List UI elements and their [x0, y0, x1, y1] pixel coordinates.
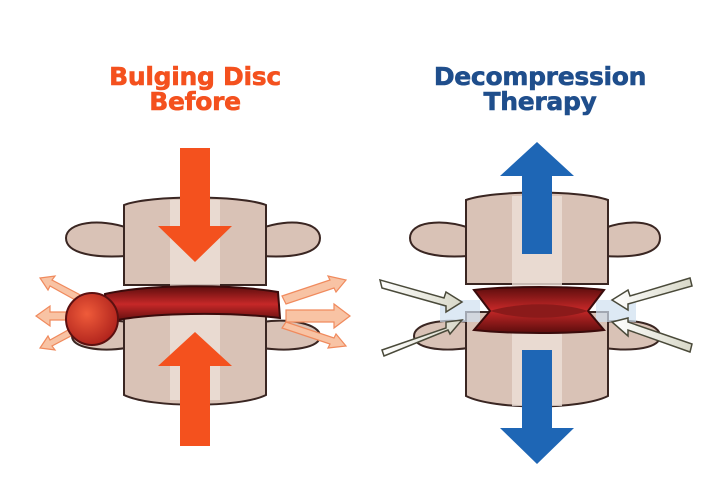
- left-spine-segment: [34, 148, 351, 446]
- compress-arrow-top: [158, 148, 232, 262]
- decompress-arrow-top: [500, 142, 574, 254]
- right-spine-segment: [378, 142, 693, 464]
- decompress-arrow-bottom: [500, 350, 574, 464]
- disc-bulge: [65, 292, 119, 346]
- compress-arrow-bottom: [158, 332, 232, 446]
- title-decompression-line2: Therapy: [483, 87, 597, 116]
- inward-arrows-right: [610, 277, 693, 353]
- title-decompression-line1: Decompression: [433, 62, 647, 91]
- title-bulging-disc: Bulging Disc Before: [95, 62, 295, 116]
- right-side-pressure-arrows-left-panel: [281, 275, 351, 349]
- title-bulging-disc-line1: Bulging Disc: [109, 62, 282, 91]
- inward-arrows-left: [378, 278, 464, 357]
- title-bulging-disc-line2: Before: [149, 87, 241, 116]
- left-compressed-disc: [103, 285, 282, 324]
- title-decompression-therapy: Decompression Therapy: [420, 62, 660, 116]
